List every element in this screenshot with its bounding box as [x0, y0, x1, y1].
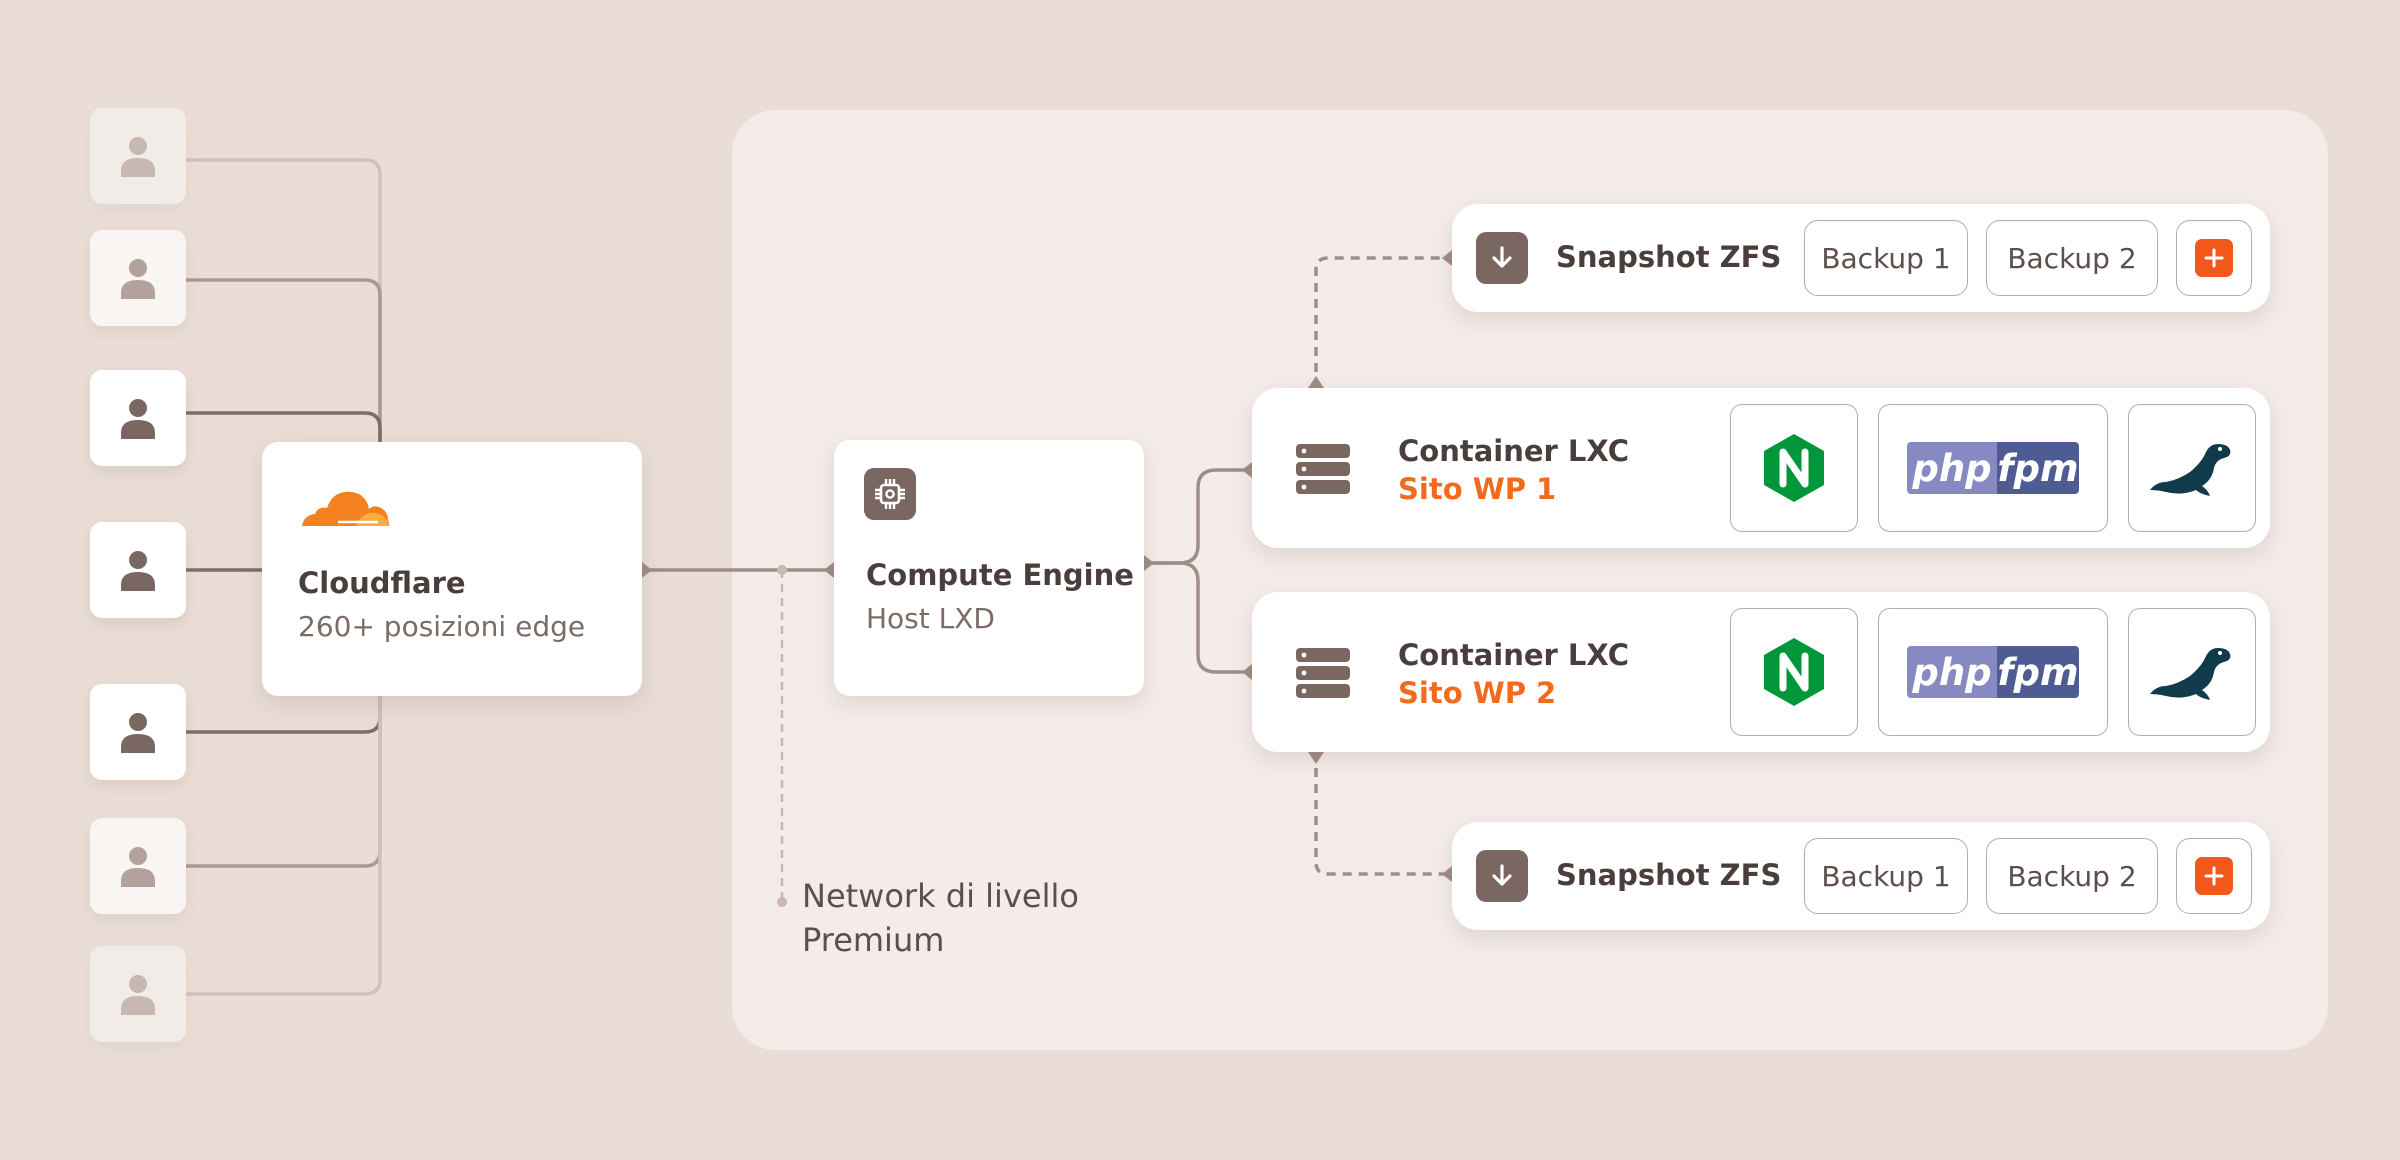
- user-card: [90, 684, 186, 780]
- php-label: php: [1907, 646, 1997, 698]
- user-connector: [186, 278, 382, 442]
- user-connector: [186, 696, 382, 996]
- user-card: [90, 946, 186, 1042]
- user-icon: [121, 399, 155, 439]
- premium-network-label: Network di livello Premium: [802, 874, 1079, 962]
- mariadb-tile: [2128, 608, 2256, 736]
- container-site: Sito WP 2: [1398, 676, 1557, 710]
- backup-1-button[interactable]: Backup 1: [1804, 838, 1968, 914]
- container-title: Container LXC: [1398, 638, 1630, 672]
- user-connector: [186, 158, 382, 442]
- nginx-logo: [1764, 434, 1824, 502]
- snapshot-title: Snapshot ZFS: [1556, 240, 1782, 274]
- compute-engine-subtitle: Host LXD: [866, 602, 995, 635]
- php-fpm-logo: php fpm: [1907, 442, 2079, 494]
- fpm-label: fpm: [1997, 646, 2079, 698]
- user-connector: [186, 411, 382, 442]
- arrow-marker: [642, 562, 652, 578]
- container-card-2: Container LXC Sito WP 2 php fpm: [1252, 592, 2270, 752]
- user-connector: [186, 696, 382, 868]
- mariadb-tile: [2128, 404, 2256, 532]
- cloudflare-title: Cloudflare: [298, 566, 466, 600]
- user-card: [90, 818, 186, 914]
- download-icon: [1476, 850, 1528, 902]
- php-fpm-logo: php fpm: [1907, 646, 2079, 698]
- user-connector: [186, 696, 382, 734]
- container-card-1: Container LXC Sito WP 1 php fpm: [1252, 388, 2270, 548]
- user-card: [90, 522, 186, 618]
- container-title: Container LXC: [1398, 434, 1630, 468]
- add-backup-button[interactable]: [2176, 838, 2252, 914]
- user-card: [90, 108, 186, 204]
- nginx-tile: [1730, 608, 1858, 736]
- cloud-icon: [302, 491, 390, 526]
- snapshot-title: Snapshot ZFS: [1556, 858, 1782, 892]
- cloudflare-card: Cloudflare 260+ posizioni edge: [262, 442, 642, 696]
- snapshot-card-1: Snapshot ZFS Backup 1 Backup 2: [1452, 204, 2270, 312]
- mariadb-logo: [2150, 444, 2231, 496]
- mariadb-logo: [2150, 648, 2231, 700]
- fpm-label: fpm: [1997, 442, 2079, 494]
- plus-icon: [2195, 239, 2233, 277]
- user-icon: [121, 975, 155, 1015]
- snapshot-card-2: Snapshot ZFS Backup 1 Backup 2: [1452, 822, 2270, 930]
- backup-2-button[interactable]: Backup 2: [1986, 838, 2158, 914]
- premium-network-line1: Network di livello: [802, 877, 1079, 915]
- php-fpm-tile: php fpm: [1878, 608, 2108, 736]
- container-site: Sito WP 1: [1398, 472, 1557, 506]
- chip-icon: [864, 468, 916, 520]
- user-icon: [121, 137, 155, 177]
- user-card: [90, 230, 186, 326]
- server-icon: [1296, 648, 1350, 698]
- compute-engine-card: Compute Engine Host LXD: [834, 440, 1144, 696]
- server-icon: [1296, 444, 1350, 494]
- nginx-logo: [1764, 638, 1824, 706]
- user-icon: [121, 713, 155, 753]
- nginx-tile: [1730, 404, 1858, 532]
- backup-2-button[interactable]: Backup 2: [1986, 220, 2158, 296]
- download-icon: [1476, 232, 1528, 284]
- user-card: [90, 370, 186, 466]
- user-icon: [121, 847, 155, 887]
- backup-1-button[interactable]: Backup 1: [1804, 220, 1968, 296]
- user-icon: [121, 259, 155, 299]
- plus-icon: [2195, 857, 2233, 895]
- cloudflare-subtitle: 260+ posizioni edge: [298, 610, 586, 643]
- premium-network-line2: Premium: [802, 921, 945, 959]
- add-backup-button[interactable]: [2176, 220, 2252, 296]
- php-fpm-tile: php fpm: [1878, 404, 2108, 532]
- compute-engine-title: Compute Engine: [866, 558, 1134, 592]
- php-label: php: [1907, 442, 1997, 494]
- user-icon: [121, 551, 155, 591]
